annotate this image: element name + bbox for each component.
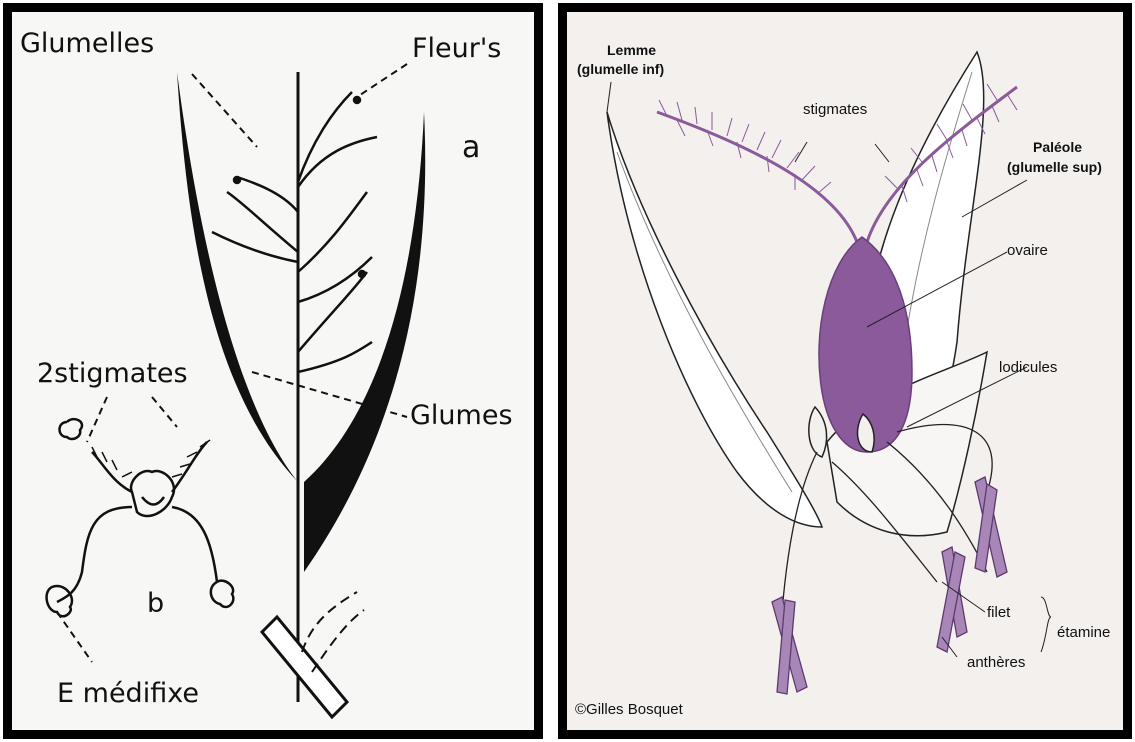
label-glumelles: Glumelles bbox=[20, 28, 154, 59]
spikelet-schematic: Glumelles Fleur's a 2stigmates Glumes b … bbox=[12, 12, 534, 730]
label-lemme-sub: (glumelle inf) bbox=[577, 61, 664, 77]
glume-left bbox=[177, 72, 298, 482]
label-glumes: Glumes bbox=[410, 400, 513, 431]
credit-text: ©Gilles Bosquet bbox=[575, 701, 684, 718]
label-stigmates: stigmates bbox=[803, 101, 867, 118]
label-paleole-sub: (glumelle sup) bbox=[1007, 159, 1102, 175]
label-etamine: étamine bbox=[1057, 624, 1110, 641]
lodicule-left bbox=[809, 407, 827, 457]
glume-right bbox=[304, 112, 425, 572]
pedicel bbox=[262, 592, 364, 717]
label-antheres: anthères bbox=[967, 654, 1025, 671]
label-fleurs: Fleur's bbox=[412, 33, 501, 64]
left-diagram: Glumelles Fleur's a 2stigmates Glumes b … bbox=[12, 12, 534, 730]
label-paleole: Paléole bbox=[1033, 139, 1082, 155]
label-filet: filet bbox=[987, 604, 1011, 621]
right-diagram-frame: Lemme (glumelle inf) stigmates Paléole (… bbox=[558, 3, 1132, 739]
label-emedifixe: E médifixe bbox=[57, 678, 199, 709]
left-diagram-frame: Glumelles Fleur's a 2stigmates Glumes b … bbox=[3, 3, 543, 739]
label-ovaire: ovaire bbox=[1007, 242, 1048, 259]
label-lodicules: lodicules bbox=[999, 359, 1057, 376]
label-2stigmates: 2stigmates bbox=[37, 358, 188, 389]
florets bbox=[212, 92, 377, 372]
label-b: b bbox=[147, 588, 164, 619]
label-lemme: Lemme bbox=[607, 42, 656, 58]
floret-illustration: Lemme (glumelle inf) stigmates Paléole (… bbox=[567, 12, 1123, 730]
label-a: a bbox=[462, 130, 480, 165]
right-diagram: Lemme (glumelle inf) stigmates Paléole (… bbox=[567, 12, 1123, 730]
flower-b bbox=[47, 419, 234, 616]
